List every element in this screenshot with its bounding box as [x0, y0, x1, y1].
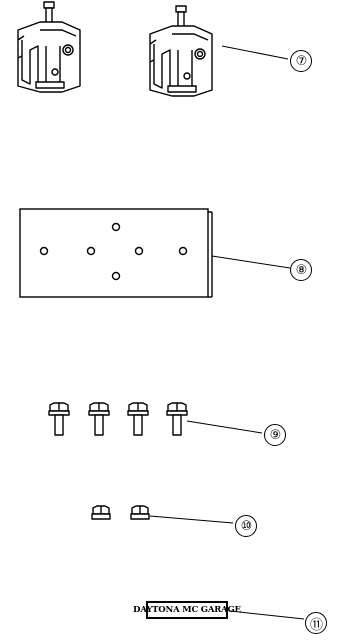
- leader-11: [229, 610, 305, 620]
- bracket-clamp-right: [149, 5, 289, 97]
- part-number-7: ⑦: [290, 50, 312, 72]
- part-number-11: ⑪: [305, 612, 327, 634]
- flange-bolts: [48, 402, 263, 436]
- flange-nuts: [91, 505, 234, 524]
- bracket-clamp-left: [17, 1, 81, 93]
- part-number-8: ⑧: [290, 259, 312, 281]
- name-plate: DAYTONA MC GARAGE: [133, 601, 241, 619]
- name-plate-text: DAYTONA MC GARAGE: [133, 605, 241, 615]
- part-number-9: ⑨: [264, 424, 286, 446]
- part-number-10: ⑩: [235, 515, 257, 537]
- mounting-plate: [19, 208, 291, 298]
